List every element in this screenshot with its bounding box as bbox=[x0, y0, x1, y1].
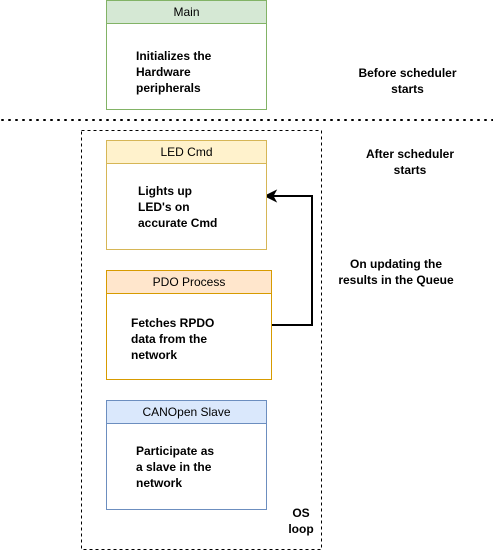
os-loop-label: OS loop bbox=[288, 506, 314, 536]
os-loop-boundary bbox=[81, 130, 322, 550]
queue-update-note: On updating the results in the Queue bbox=[338, 257, 454, 287]
canopen-slave-task-description: Participate as a slave in the network bbox=[136, 444, 215, 490]
canopen-slave-task-box: CANOpen Slave Participate as a slave in … bbox=[106, 400, 267, 510]
before-scheduler-note: Before scheduler starts bbox=[358, 66, 457, 96]
main-task-box: Main Initializes the Hardware peripheral… bbox=[106, 0, 267, 110]
pdo-process-task-title: PDO Process bbox=[107, 271, 271, 294]
led-cmd-task-description: Lights up LED's on accurate Cmd bbox=[138, 184, 218, 230]
main-task-title: Main bbox=[107, 1, 266, 24]
main-task-description: Initializes the Hardware peripherals bbox=[136, 49, 212, 95]
led-cmd-task-box: LED Cmd Lights up LED's on accurate Cmd bbox=[106, 140, 267, 250]
queue-update-arrow bbox=[272, 195, 313, 326]
after-scheduler-note: After scheduler starts bbox=[365, 147, 455, 177]
queue-update-arrowhead bbox=[263, 189, 278, 203]
led-cmd-task-title: LED Cmd bbox=[107, 141, 266, 164]
pdo-process-task-box: PDO Process Fetches RPDO data from the n… bbox=[106, 270, 272, 380]
pdo-process-task-description: Fetches RPDO data from the network bbox=[131, 316, 215, 362]
canopen-slave-task-title: CANOpen Slave bbox=[107, 401, 266, 424]
